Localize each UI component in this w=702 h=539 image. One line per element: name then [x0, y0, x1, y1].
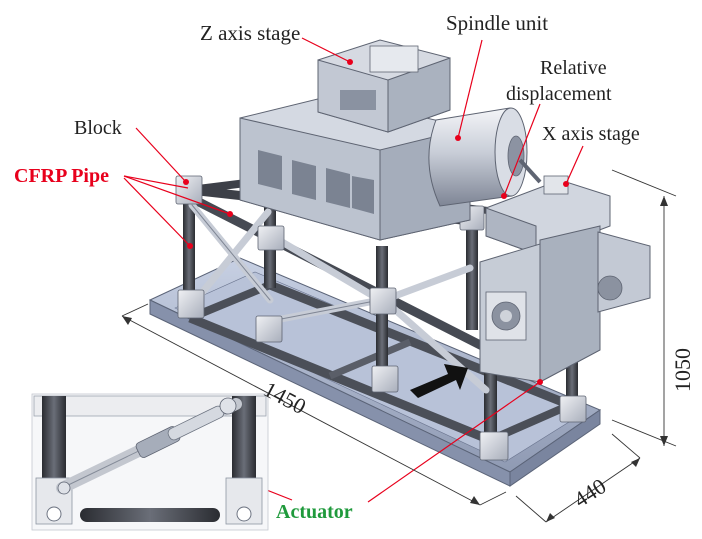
dimension-arrowheads	[122, 196, 668, 522]
dimension-height: 1050	[670, 348, 695, 392]
spindle-unit	[428, 107, 542, 207]
z-axis-stage	[317, 39, 451, 133]
labels: Z axis stage Spindle unit Relative displ…	[14, 11, 695, 523]
label-z-axis-stage: Z axis stage	[200, 21, 300, 45]
carriage-motor-assembly	[479, 225, 651, 383]
label-relative-line1: Relative	[540, 57, 607, 79]
dimension-lines	[121, 169, 677, 523]
label-actuator: Actuator	[276, 501, 353, 523]
label-relative-line2: displacement	[506, 83, 612, 105]
diagonal-bracing	[188, 201, 490, 394]
label-x-axis-stage: X axis stage	[542, 123, 640, 145]
black-arrow	[410, 364, 468, 398]
label-block: Block	[74, 117, 122, 139]
actuator-inset	[31, 393, 269, 531]
dimension-width: 440	[569, 473, 610, 512]
label-cfrp-pipe: CFRP Pipe	[14, 165, 109, 187]
label-spindle-unit: Spindle unit	[446, 11, 548, 35]
